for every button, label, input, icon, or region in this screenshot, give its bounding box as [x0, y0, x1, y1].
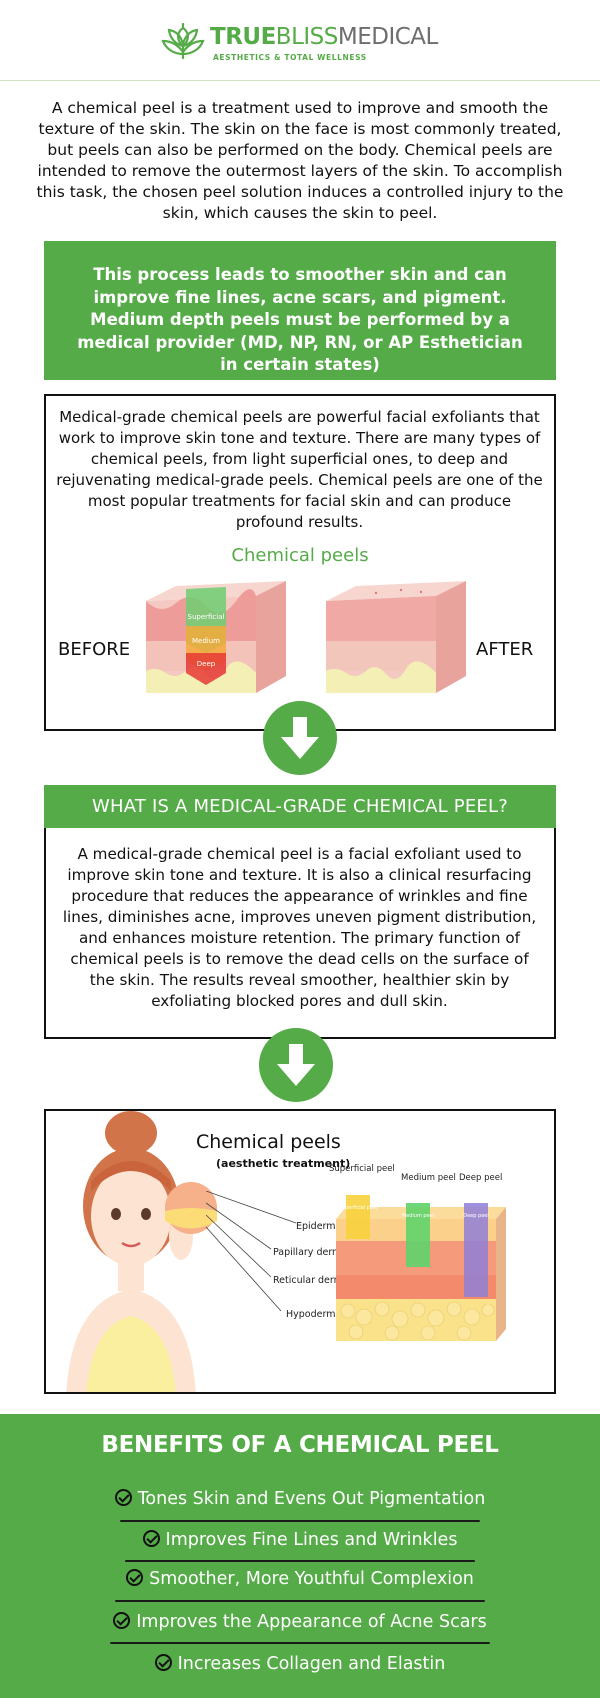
down-arrow-icon-glyph: [281, 717, 319, 759]
divider: [115, 1600, 485, 1602]
deep-depth-marker: [186, 653, 226, 685]
section-heading: WHAT IS A MEDICAL-GRADE CHEMICAL PEEL?: [44, 785, 556, 828]
brand-tagline: AESTHETICS & TOTAL WELLNESS: [213, 53, 367, 62]
benefit-item: Improves Fine Lines and Wrinkles: [0, 1530, 600, 1550]
benefits-section: BENEFITS OF A CHEMICAL PEEL Tones Skin a…: [0, 1414, 600, 1698]
skin-layers-block: Superficial peel Medium peel Deep peel: [336, 1195, 506, 1341]
brand-logo[interactable]: TRUEBLISSMEDICAL AESTHETICS & TOTAL WELL…: [160, 18, 450, 64]
check-circle-icon: [142, 1530, 160, 1547]
info-paragraph: Medical-grade chemical peels are powerfu…: [56, 408, 543, 531]
peel-type-label: Superficial peel: [329, 1164, 395, 1174]
intro-paragraph: A chemical peel is a treatment used to i…: [36, 99, 564, 222]
benefit-item: Increases Collagen and Elastin: [0, 1654, 600, 1674]
highlight-text: This process leads to smoother skin and …: [77, 265, 523, 374]
header: TRUEBLISSMEDICAL AESTHETICS & TOTAL WELL…: [0, 0, 600, 81]
after-label: AFTER: [476, 639, 534, 660]
benefit-text: Improves the Appearance of Acne Scars: [136, 1612, 487, 1632]
down-arrow-icon-glyph: [277, 1044, 315, 1086]
down-arrow-icon: [259, 1028, 333, 1102]
benefit-text: Smoother, More Youthful Complexion: [149, 1569, 474, 1589]
diagram-title: Chemical peels: [196, 1131, 341, 1153]
brand-name: TRUEBLISSMEDICAL: [210, 24, 438, 50]
divider: [120, 1520, 480, 1522]
peel-type-label: Deep peel: [459, 1173, 503, 1183]
svg-text:Deep peel: Deep peel: [463, 1213, 488, 1219]
depth-label: Medium: [192, 637, 220, 645]
svg-text:Medium peel: Medium peel: [402, 1213, 434, 1219]
benefit-text: Improves Fine Lines and Wrinkles: [165, 1530, 458, 1550]
layer-label: Hypodermis: [286, 1309, 344, 1320]
skin-layers-diagram-box: Chemical peels (aesthetic treatment) Epi…: [44, 1109, 556, 1394]
what-is-paragraph: A medical-grade chemical peel is a facia…: [62, 845, 537, 1010]
layer-label: Reticular dermis: [273, 1275, 351, 1286]
superficial-peel-column: [346, 1195, 370, 1239]
woman-illustration: [66, 1111, 196, 1392]
highlight-box: This process leads to smoother skin and …: [44, 241, 556, 380]
skin-after-illustration: [326, 581, 466, 693]
divider: [125, 1560, 475, 1562]
lotus-leaf-icon: [161, 22, 205, 60]
benefit-text: Increases Collagen and Elastin: [177, 1654, 446, 1674]
chemical-peels-info-box: Medical-grade chemical peels are powerfu…: [44, 394, 556, 731]
benefit-item: Improves the Appearance of Acne Scars: [0, 1612, 600, 1632]
check-circle-icon: [154, 1654, 172, 1671]
magnified-skin-icon: [165, 1182, 217, 1234]
what-is-box: A medical-grade chemical peel is a facia…: [44, 828, 556, 1039]
layer-pointer-lines: [206, 1191, 297, 1312]
figure-title: Chemical peels: [231, 545, 369, 566]
layer-label: Papillary dermis: [273, 1247, 349, 1258]
check-circle-icon: [113, 1612, 131, 1629]
diagram-subtitle: (aesthetic treatment): [216, 1157, 351, 1170]
check-circle-icon: [114, 1489, 132, 1506]
before-label: BEFORE: [58, 639, 131, 660]
benefit-text: Tones Skin and Evens Out Pigmentation: [137, 1489, 486, 1509]
medium-peel-column: [406, 1203, 430, 1267]
check-circle-icon: [126, 1569, 144, 1586]
benefits-title: BENEFITS OF A CHEMICAL PEEL: [101, 1432, 499, 1458]
depth-label: Deep: [197, 660, 216, 668]
depth-label: Superficial: [188, 613, 225, 621]
benefit-item: Tones Skin and Evens Out Pigmentation: [0, 1489, 600, 1509]
peel-type-label: Medium peel: [401, 1173, 456, 1183]
layer-label: Epidermis: [296, 1221, 344, 1232]
down-arrow-icon: [263, 701, 337, 775]
benefit-item: Smoother, More Youthful Complexion: [0, 1569, 600, 1589]
svg-text:Superficial peel: Superficial peel: [339, 1205, 378, 1211]
divider: [110, 1642, 490, 1644]
deep-peel-column: [464, 1203, 488, 1297]
skin-before-illustration: Superficial Medium Deep: [146, 581, 286, 693]
